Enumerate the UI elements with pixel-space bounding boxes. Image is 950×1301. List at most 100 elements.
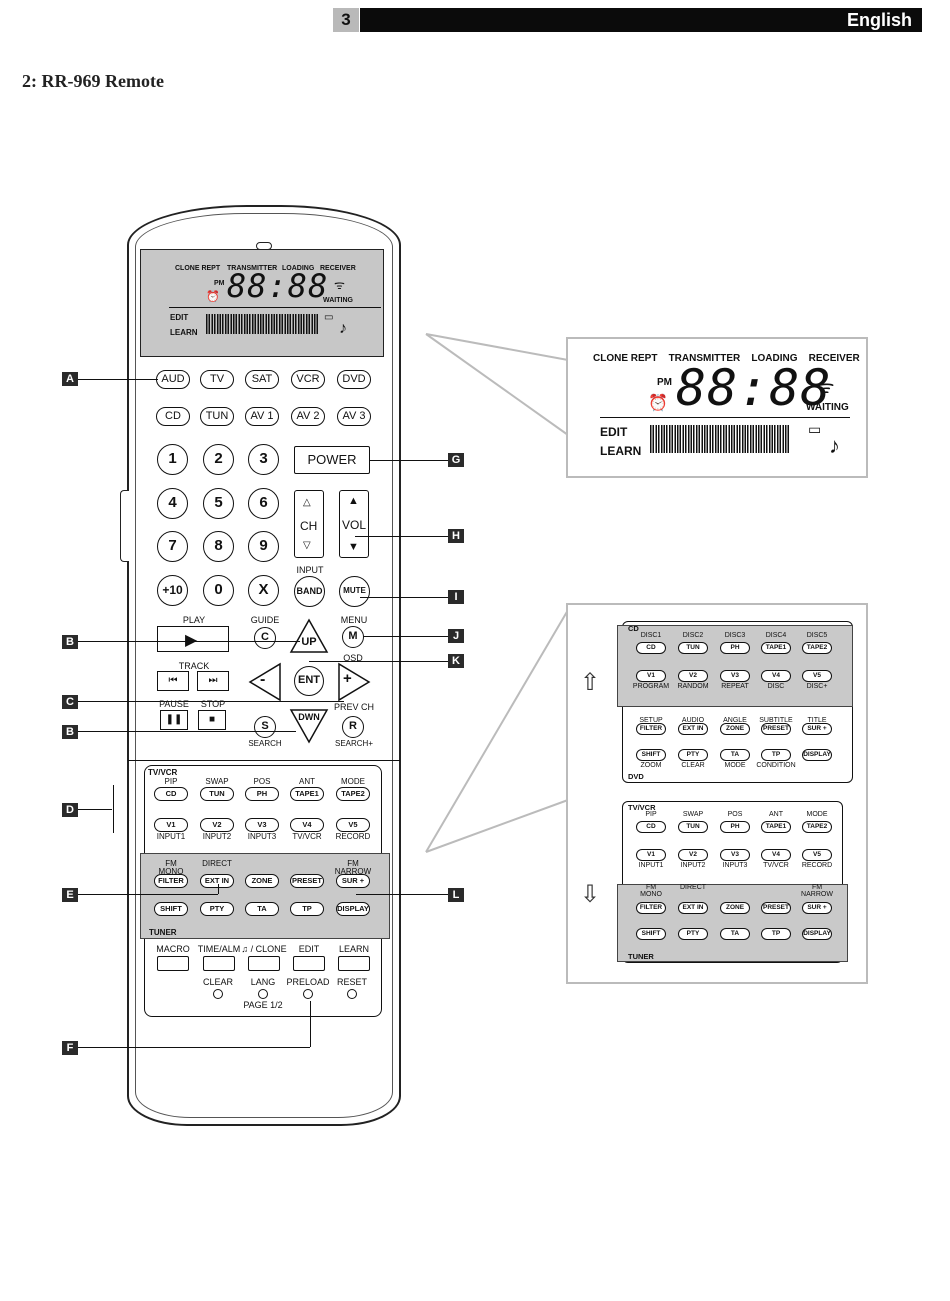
tv_panel-button-tape2[interactable]: TAPE2 xyxy=(802,821,832,833)
cd_panel-button-v2[interactable]: V2 xyxy=(678,670,708,682)
cd_panel-button-v1[interactable]: V1 xyxy=(636,670,666,682)
tv_panel-button-sur[interactable]: SUR + xyxy=(802,902,832,914)
tv_panel-button-v5[interactable]: V5 xyxy=(802,849,832,861)
lower_panel-button-extin[interactable]: EXT IN xyxy=(200,874,234,888)
cd_panel-button-tun[interactable]: TUN xyxy=(678,642,708,654)
func-button[interactable] xyxy=(203,956,235,971)
lower_panel-button-ta[interactable]: TA xyxy=(245,902,279,916)
lower_panel-button-sur[interactable]: SUR + xyxy=(336,874,370,888)
key-3[interactable]: 3 xyxy=(248,444,279,475)
lower_panel-button-pty[interactable]: PTY xyxy=(200,902,234,916)
func-button[interactable] xyxy=(157,956,189,971)
tv_panel-button-zone[interactable]: ZONE xyxy=(720,902,750,914)
small-button[interactable] xyxy=(303,989,313,999)
stop-button[interactable]: ■ xyxy=(198,710,226,730)
tv_panel-button-display[interactable]: DISPLAY xyxy=(802,928,832,940)
track-forward-button[interactable]: ⏭ xyxy=(197,671,229,691)
lower_panel-button-tape1[interactable]: TAPE1 xyxy=(290,787,324,801)
lower_panel-button-preset[interactable]: PRESET xyxy=(290,874,324,888)
tv_panel-button-tp[interactable]: TP xyxy=(761,928,791,940)
tv_panel-button-tape1[interactable]: TAPE1 xyxy=(761,821,791,833)
source-button-tun[interactable]: TUN xyxy=(200,407,234,426)
cd_panel-button-pty[interactable]: PTY xyxy=(678,749,708,761)
cd_panel-button-zone[interactable]: ZONE xyxy=(720,723,750,735)
pause-button[interactable]: ❚❚ xyxy=(160,710,188,730)
tv_panel-button-v1[interactable]: V1 xyxy=(636,849,666,861)
func-button[interactable] xyxy=(248,956,280,971)
tv_panel-button-shift[interactable]: SHIFT xyxy=(636,928,666,940)
lower_panel-button-ph[interactable]: PH xyxy=(245,787,279,801)
ent-button[interactable]: ENT xyxy=(294,666,324,696)
cd_panel-button-display[interactable]: DISPLAY xyxy=(802,749,832,761)
lower_panel-button-v4[interactable]: V4 xyxy=(290,818,324,832)
play-button[interactable]: ▶ xyxy=(157,626,229,652)
lower_panel-button-filter[interactable]: FILTER xyxy=(154,874,188,888)
tv_panel-button-tun[interactable]: TUN xyxy=(678,821,708,833)
key-2[interactable]: 2 xyxy=(203,444,234,475)
tv_panel-button-extin[interactable]: EXT IN xyxy=(678,902,708,914)
lower_panel-button-v3[interactable]: V3 xyxy=(245,818,279,832)
tv_panel-button-cd[interactable]: CD xyxy=(636,821,666,833)
tv_panel-button-ph[interactable]: PH xyxy=(720,821,750,833)
lower_panel-button-v1[interactable]: V1 xyxy=(154,818,188,832)
cd_panel-button-tp[interactable]: TP xyxy=(761,749,791,761)
cd_panel-button-tape1[interactable]: TAPE1 xyxy=(761,642,791,654)
lower_panel-button-shift[interactable]: SHIFT xyxy=(154,902,188,916)
lower_panel-button-tape2[interactable]: TAPE2 xyxy=(336,787,370,801)
key-5[interactable]: 5 xyxy=(203,488,234,519)
key-7[interactable]: 7 xyxy=(157,531,188,562)
source-button-tv[interactable]: TV xyxy=(200,370,234,389)
key-X[interactable]: X xyxy=(248,575,279,606)
cd_panel-button-v3[interactable]: V3 xyxy=(720,670,750,682)
up-arrow-button[interactable] xyxy=(289,618,329,654)
cd_panel-button-extin[interactable]: EXT IN xyxy=(678,723,708,735)
down-arrow-button[interactable] xyxy=(289,708,329,744)
r-button[interactable]: R xyxy=(342,716,364,738)
key-8[interactable]: 8 xyxy=(203,531,234,562)
source-button-vcr[interactable]: VCR xyxy=(291,370,325,389)
key-4[interactable]: 4 xyxy=(157,488,188,519)
c-button[interactable]: C xyxy=(254,627,276,649)
small-button[interactable] xyxy=(347,989,357,999)
mute-button[interactable]: MUTE xyxy=(339,576,370,607)
source-button-av3[interactable]: AV 3 xyxy=(337,407,371,426)
track-back-button[interactable]: ⏮ xyxy=(157,671,189,691)
m-button[interactable]: M xyxy=(342,626,364,648)
func-button[interactable] xyxy=(338,956,370,971)
tv_panel-button-pty[interactable]: PTY xyxy=(678,928,708,940)
cd_panel-button-ta[interactable]: TA xyxy=(720,749,750,761)
s-button[interactable]: S xyxy=(254,716,276,738)
key-1[interactable]: 1 xyxy=(157,444,188,475)
cd_panel-button-v4[interactable]: V4 xyxy=(761,670,791,682)
source-button-aud[interactable]: AUD xyxy=(156,370,190,389)
small-button[interactable] xyxy=(258,989,268,999)
tv_panel-button-v4[interactable]: V4 xyxy=(761,849,791,861)
small-button[interactable] xyxy=(213,989,223,999)
source-button-av1[interactable]: AV 1 xyxy=(245,407,279,426)
lower_panel-button-tp[interactable]: TP xyxy=(290,902,324,916)
key-0[interactable]: 0 xyxy=(203,575,234,606)
cd_panel-button-preset[interactable]: PRESET xyxy=(761,723,791,735)
tv_panel-button-v3[interactable]: V3 xyxy=(720,849,750,861)
power-button[interactable]: POWER xyxy=(294,446,370,474)
tv_panel-button-filter[interactable]: FILTER xyxy=(636,902,666,914)
cd_panel-button-cd[interactable]: CD xyxy=(636,642,666,654)
lower_panel-button-cd[interactable]: CD xyxy=(154,787,188,801)
lower_panel-button-tun[interactable]: TUN xyxy=(200,787,234,801)
plus-arrow-button[interactable] xyxy=(337,662,371,702)
lower_panel-button-v2[interactable]: V2 xyxy=(200,818,234,832)
key-9[interactable]: 9 xyxy=(248,531,279,562)
tv_panel-button-v2[interactable]: V2 xyxy=(678,849,708,861)
source-button-dvd[interactable]: DVD xyxy=(337,370,371,389)
cd_panel-button-shift[interactable]: SHIFT xyxy=(636,749,666,761)
cd_panel-button-ph[interactable]: PH xyxy=(720,642,750,654)
band-button[interactable]: BAND xyxy=(294,576,325,607)
func-button[interactable] xyxy=(293,956,325,971)
lower_panel-button-display[interactable]: DISPLAY xyxy=(336,902,370,916)
cd_panel-button-sur[interactable]: SUR + xyxy=(802,723,832,735)
cd_panel-button-v5[interactable]: V5 xyxy=(802,670,832,682)
channel-rocker[interactable]: △ CH ▽ xyxy=(294,490,324,558)
key-+10[interactable]: +10 xyxy=(157,575,188,606)
key-6[interactable]: 6 xyxy=(248,488,279,519)
source-button-cd[interactable]: CD xyxy=(156,407,190,426)
